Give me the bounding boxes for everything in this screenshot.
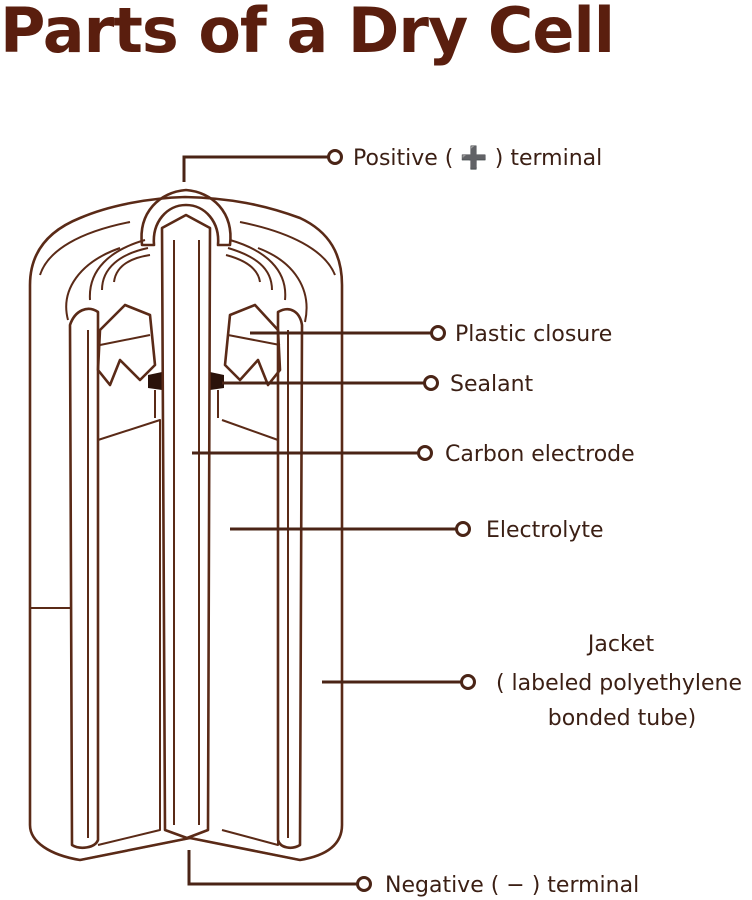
electrolyte-chamber: [97, 419, 279, 846]
leader-jacket: [322, 674, 476, 690]
carbon-electrode: [160, 213, 212, 840]
sealant-blob: [148, 372, 162, 390]
top-rings: [88, 239, 287, 301]
zinc-can: [68, 307, 100, 850]
leader-dot: [430, 325, 446, 341]
leader-positive: [182, 149, 343, 182]
page-title: Parts of a Dry Cell: [0, 0, 615, 67]
top-rim-outer: [39, 221, 336, 276]
label-jacket-detail: ( labeled polyethylene: [496, 671, 742, 696]
leader-dot: [356, 876, 372, 892]
leader-dot: [455, 521, 471, 537]
leader-plastic-closure: [250, 325, 446, 341]
battery-illustration: [28, 188, 344, 862]
leader-negative: [187, 850, 372, 892]
leader-dot: [327, 149, 343, 165]
label-plastic-closure: Plastic closure: [455, 322, 612, 347]
label-sealant: Sealant: [450, 372, 534, 397]
label-electrolyte: Electrolyte: [486, 518, 604, 543]
top-rim-inner: [65, 247, 308, 323]
leader-dot: [423, 375, 439, 391]
leader-dot: [460, 674, 476, 690]
label-jacket-detail-2: bonded tube): [548, 706, 696, 731]
label-positive-terminal: Positive ( ➕ ) terminal: [353, 145, 602, 171]
leader-sealant: [222, 375, 439, 391]
label-negative-terminal: Negative ( − ) terminal: [385, 873, 639, 898]
leader-carbon-electrode: [192, 445, 433, 461]
plastic-closure: [96, 303, 157, 387]
positive-cap: [140, 188, 232, 247]
label-jacket: Jacket: [586, 632, 655, 657]
leader-electrolyte: [230, 521, 471, 537]
leader-dot: [417, 445, 433, 461]
label-carbon-electrode: Carbon electrode: [445, 442, 635, 467]
